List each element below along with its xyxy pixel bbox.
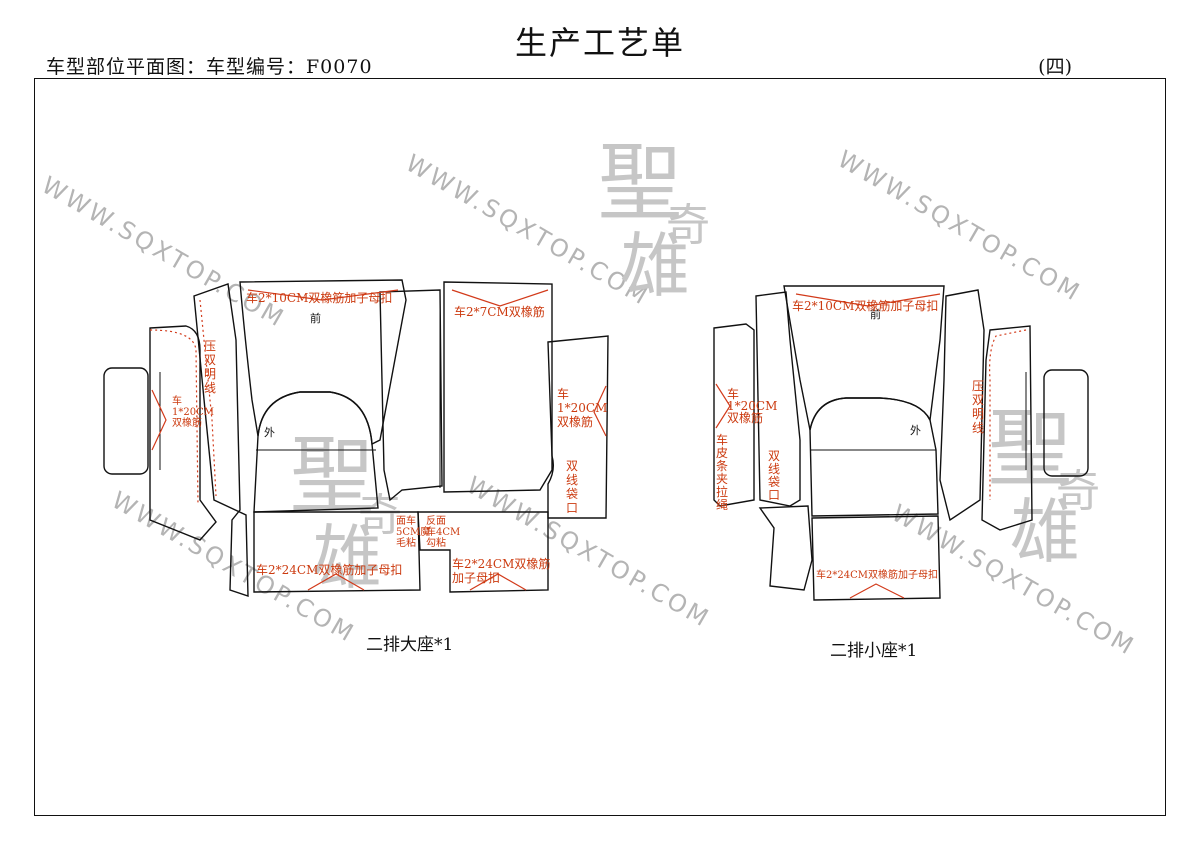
- outer-label: 外: [264, 426, 275, 439]
- right-bolster-piece: [547, 335, 609, 519]
- note-pocket: 双: [566, 459, 578, 473]
- watermark-brand-char: 雄: [620, 225, 690, 307]
- watermark-brand-char: 奇: [358, 490, 402, 541]
- elastic-mark: [593, 385, 607, 437]
- left-bolster-piece: [713, 323, 755, 507]
- headrest-piece: [103, 367, 149, 475]
- note-pocket: 口: [566, 501, 578, 515]
- note-leather-strip: 夹: [716, 472, 728, 486]
- note-right-stitch: 明: [972, 407, 984, 421]
- note-leather-strip: 条: [716, 459, 728, 473]
- note-left-stitch: 明: [204, 367, 216, 381]
- elastic-mark: [469, 573, 527, 591]
- elastic-mark: [247, 289, 399, 301]
- headrest-piece: [1043, 369, 1089, 477]
- watermark-url: WWW.SQXTOP.COM: [37, 171, 290, 333]
- watermark-url: WWW.SQXTOP.COM: [462, 471, 715, 633]
- note-bottom-left: 车2*24CM双橡筋加子母扣: [256, 562, 402, 577]
- note-top-right: 车2*7CM双橡筋: [454, 304, 545, 319]
- note-right-elastic: 双橡筋: [557, 414, 593, 429]
- model-subtitle: 车型部位平面图：车型编号：F0070: [46, 56, 373, 78]
- bottom-piece: [811, 515, 941, 601]
- note-pocket: 袋: [566, 487, 578, 501]
- note-leather-strip: 车: [716, 432, 728, 447]
- caption-large-seat: 二排大座*1: [366, 635, 453, 655]
- elastic-mark: [849, 583, 905, 599]
- note-left-stitch: 线: [204, 381, 216, 395]
- stitch-line: [149, 329, 199, 506]
- front-label: 前: [310, 311, 321, 325]
- note-center-b: 勾粘: [426, 536, 446, 549]
- caption-small-seat: 二排小座*1: [830, 641, 917, 661]
- note-pocket: 线: [566, 473, 578, 487]
- note-leather-strip: 皮: [716, 446, 728, 460]
- bottom-left-piece: [253, 511, 421, 593]
- page-title: 生产工艺单: [514, 24, 685, 62]
- stitch-line: [989, 329, 1027, 500]
- note-pocket: 线: [768, 462, 780, 476]
- note-right-stitch: 压: [972, 379, 984, 393]
- note-bottom-right: 加子母扣: [452, 571, 500, 585]
- note-top-left: 车2*10CM双橡筋加子母扣: [246, 290, 392, 305]
- note-center-a: 5CM魔: [396, 525, 430, 538]
- note-center-a: 毛粘: [396, 536, 416, 549]
- note-pocket: 口: [768, 488, 780, 502]
- note-bottom-right: 车2*24CM双橡筋: [452, 556, 550, 571]
- note-bottom: 车2*24CM双橡筋加子母扣: [816, 568, 938, 581]
- drawing-frame: [34, 78, 1166, 816]
- right-backrest-piece: [443, 281, 553, 493]
- center-strip-piece: [379, 289, 443, 502]
- note-left-stitch: 双: [204, 353, 216, 367]
- note-pocket: 袋: [768, 475, 780, 489]
- watermark-brand-char: 奇: [666, 200, 710, 251]
- note-left-stitch: 压: [204, 339, 216, 353]
- seat-cushion-piece: [809, 397, 939, 517]
- lower-flap-piece: [758, 505, 813, 591]
- note-left-elastic: 车: [727, 386, 739, 401]
- front-label: 前: [870, 307, 881, 321]
- watermark-brand-char: 雄: [312, 517, 382, 599]
- note-center-b: 车4CM: [426, 525, 460, 538]
- note-center-a: 面车: [396, 514, 416, 527]
- note-right-stitch: 双: [972, 393, 984, 407]
- note-leather-strip: 绳: [716, 498, 728, 512]
- note-leather-strip: 拉: [716, 484, 728, 499]
- note-left-elastic: 双橡筋: [727, 410, 763, 425]
- watermark-brand-char: 雄: [1010, 491, 1080, 573]
- watermark-brand-char: 聖: [598, 134, 682, 232]
- elastic-mark: [307, 573, 365, 591]
- stitch-line: [199, 299, 217, 497]
- outer-label: 外: [910, 424, 921, 437]
- watermark-url: WWW.SQXTOP.COM: [833, 145, 1086, 307]
- left-wing-piece: [193, 283, 249, 597]
- watermark-brand-char: 聖: [988, 400, 1072, 498]
- bottom-right-piece: [417, 511, 549, 593]
- large-seat-pattern: 前 外 车2*10CM双橡筋加子母扣 车2*7CM双橡筋 压 双 明 线 车 1…: [103, 279, 609, 655]
- elastic-mark: [451, 289, 549, 307]
- note-right-stitch: 线: [972, 421, 984, 435]
- note-center-b: 反面: [426, 515, 446, 527]
- watermark-brand-char: 奇: [1056, 466, 1100, 517]
- seat-cushion-piece: [253, 391, 379, 513]
- elastic-mark: [715, 383, 731, 429]
- small-seat-pattern: 前 外 车2*10CM双橡筋加子母扣 车 1*20CM 双橡筋 车 皮 条 夹 …: [713, 285, 1089, 661]
- note-right-elastic: 车: [557, 386, 569, 401]
- note-right-elastic: 1*20CM: [557, 401, 607, 415]
- note-left-elastic: 1*20CM: [727, 399, 777, 413]
- note-left-elastic: 双橡筋: [172, 416, 202, 429]
- note-pocket: 双: [768, 449, 780, 463]
- note-top: 车2*10CM双橡筋加子母扣: [792, 298, 938, 313]
- elastic-mark: [795, 293, 941, 307]
- elastic-mark: [151, 389, 167, 451]
- right-wing-piece: [939, 289, 985, 522]
- note-left-elastic: 车: [172, 394, 182, 407]
- note-left-elastic: 1*20CM: [172, 407, 214, 418]
- page-number: (四): [1038, 56, 1072, 78]
- right-bolster-piece: [981, 325, 1033, 531]
- left-bolster-piece: [149, 325, 217, 541]
